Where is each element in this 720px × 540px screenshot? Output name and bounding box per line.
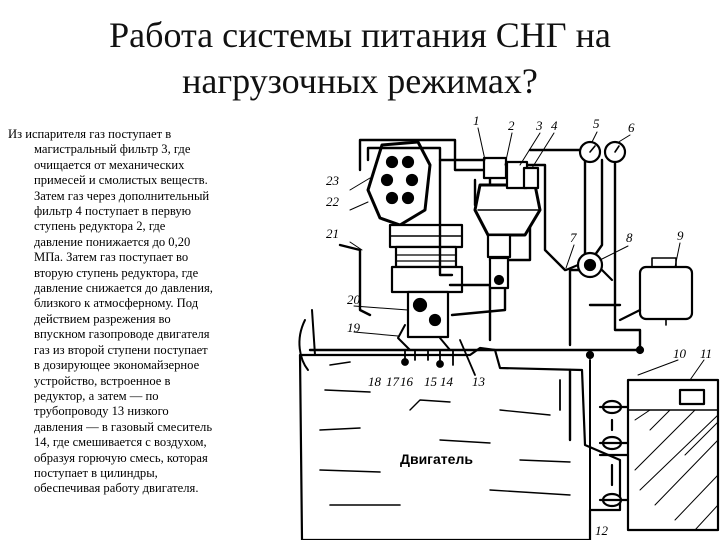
label-8: 8 [626,230,633,245]
text-line: Затем газ через дополнительный [34,188,210,203]
title-line-2: нагрузочных режимах? [182,61,538,101]
label-23: 23 [326,173,340,188]
label-leaders [349,127,705,381]
ignition-distributor [366,140,432,227]
engine-block: Двигатель [298,309,622,540]
text-line: трубопроводу 13 низкого [34,404,169,419]
text-line: 14, где смешивается с воздухом, [34,435,207,450]
low-pressure-lines [401,339,561,411]
text-line: магистральный фильтр 3, где [34,142,191,157]
label-1: 1 [473,113,480,128]
label-18: 18 [368,374,382,389]
title-line-1: Работа системы питания СНГ на [109,15,611,55]
label-13: 13 [472,374,486,389]
lpg-tank [618,257,694,326]
text-line: в дозирующее экономайзерное [34,358,200,373]
text-line: близкого к атмосферному. Под [34,296,199,311]
text-line: впускном газопроводе двигателя [34,327,210,342]
text-line: давление понижается до 0,20 [34,234,191,249]
text-line: Из испарителя газ поступает в [8,127,172,141]
label-3: 3 [535,118,543,133]
pressure-gauges [578,140,627,164]
label-4: 4 [551,118,558,133]
text-line: редуктор, а затем — по [34,388,159,403]
label-6: 6 [628,120,635,135]
evaporator [564,251,614,282]
label-10: 10 [673,346,687,361]
label-22: 22 [326,194,340,209]
text-line: поступает в цилиндры, [34,465,158,480]
label-14: 14 [440,374,454,389]
engine-label: Двигатель [400,451,473,467]
main-filter [482,156,540,190]
text-line: газ из второй ступени поступает [34,342,208,357]
gas-cylinder [589,359,720,540]
lpg-system-diagram: Двигатель [290,110,720,540]
label-12: 12 [595,523,609,538]
part-labels: 1 2 3 4 5 6 7 8 9 10 11 12 13 14 15 16 1… [326,113,712,538]
gas-mixer [388,223,464,351]
label-5: 5 [593,116,600,131]
label-9: 9 [677,228,684,243]
text-line: вторую ступень редуктора, где [34,265,199,280]
text-line: фильтр 4 поступает в первую [34,204,192,219]
description-text: Из испарителя газ поступает в магистраль… [8,127,276,497]
text-line: обеспечивая работу двигателя. [34,481,199,496]
label-15: 15 [424,374,438,389]
label-19: 19 [347,320,361,335]
text-line: давления — в газовый смеситель [34,419,213,434]
text-line: устройство, встроенное в [34,373,171,388]
cylinder-valves [585,345,645,508]
label-11: 11 [700,346,712,361]
text-line: образуя горючую смесь, которая [34,450,208,465]
label-21: 21 [326,226,339,241]
label-7: 7 [570,230,577,245]
label-2: 2 [508,118,515,133]
text-line: действием разрежения во [34,311,171,326]
text-line: очищается от механических [34,157,185,172]
label-17: 17 [386,374,400,389]
gas-reducer [473,183,542,290]
label-16: 16 [400,374,414,389]
slide-title: Работа системы питания СНГ на нагрузочны… [40,12,680,104]
text-line: МПа. Затем газ поступает во [34,250,189,265]
text-line: примесей и смолистых веществ. [34,173,208,188]
label-20: 20 [347,292,361,307]
text-line: давление снижается до давления, [34,281,213,296]
text-line: ступень редуктора 2, где [34,219,166,234]
